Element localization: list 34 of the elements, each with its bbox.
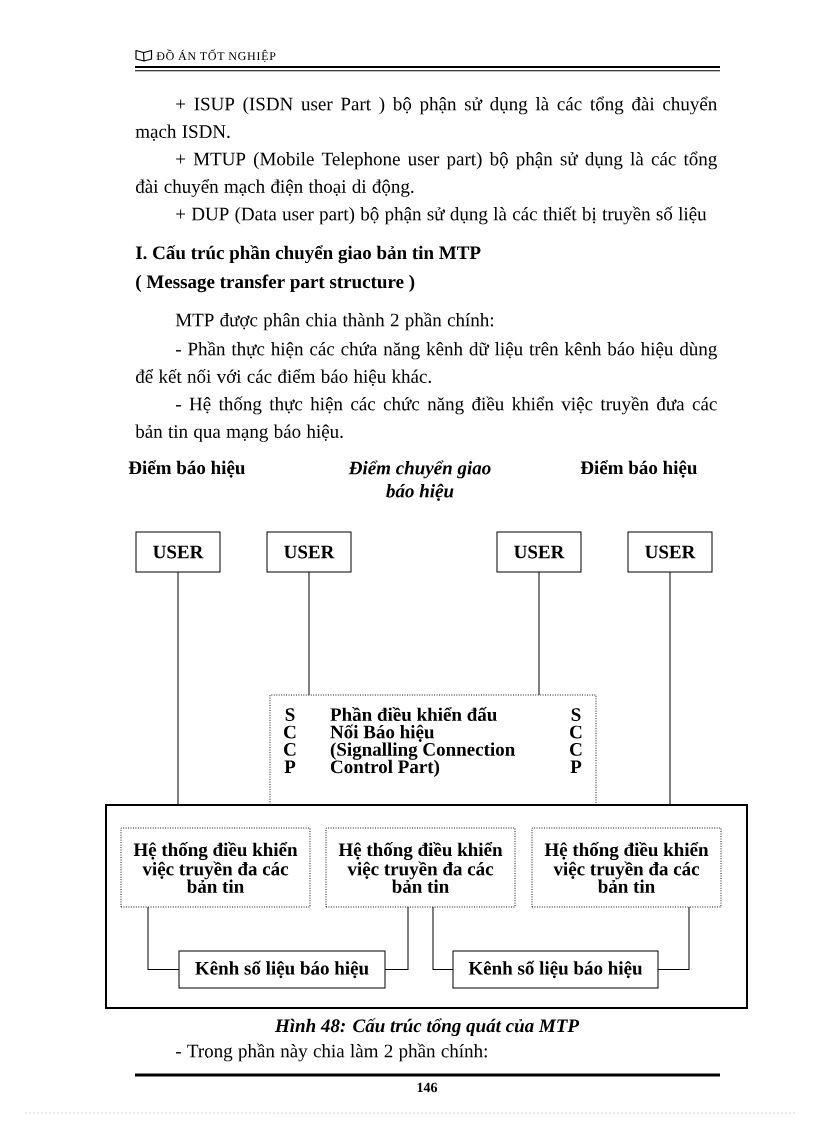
outer-frame: [105, 804, 748, 1009]
section-heading: I. Cấu trúc phần chuyển giao bản tin MTP: [135, 245, 481, 264]
connector-line: [432, 906, 454, 970]
column-heading: Điểm báo hiệu: [580, 460, 697, 478]
body-text: - Phần thực hiện các chứa năng kênh dữ liệu trên kênh báo hiệu dùng để kết nối với các điểm báo hiệu khác.: [135, 341, 717, 386]
body-text: - Hệ thống thực hiện các chức năng điều khiển việc truyền đưa các bản tin qua mạng báo hiệu.: [135, 396, 717, 442]
connector-line: [669, 571, 671, 806]
process-box: Hệ thống điều khiển việc truyền đa các bản tin: [325, 827, 516, 908]
connector-line: [177, 571, 179, 806]
process-box: Hệ thống điều khiển việc truyền đa các bản tin: [120, 827, 311, 908]
column-heading: Điểm chuyển giao báo hiệu: [348, 460, 491, 501]
connector-line: [657, 906, 690, 970]
body-text: + DUP (Data user part) bộ phận sử dụng là các thiết bị truyền số liệu: [176, 206, 707, 225]
connector-line: [384, 906, 409, 970]
connector-line: [538, 571, 540, 696]
body-text: + MTUP (Mobile Telephone user part) bộ phận sử dụng là các tổng đài chuyển mạch điện thoại di động.: [135, 151, 717, 197]
section-heading: ( Message transfer part structure ): [136, 274, 415, 293]
connector-line: [147, 906, 180, 970]
user-box: USER: [496, 531, 582, 573]
header-text: ĐỒ ÁN TỐT NGHIỆP: [156, 49, 276, 62]
figure-caption: Hình 48: Cấu trúc tổng quát của MTP: [274, 1018, 580, 1037]
channel-box: Kênh số liệu báo hiệu: [178, 950, 386, 989]
connector-line: [308, 571, 310, 696]
user-box: USER: [135, 531, 221, 573]
channel-box: Kênh số liệu báo hiệu: [452, 950, 659, 989]
process-box: Hệ thống điều khiển việc truyền đa các bản tin: [531, 827, 722, 908]
page-number: 146: [417, 1082, 438, 1093]
body-text: MTP được phân chia thành 2 phần chính:: [175, 312, 494, 331]
body-text: + ISUP (ISDN user Part ) bộ phận sử dụng là các tổng đài chuyển mạch ISDN.: [135, 96, 717, 141]
body-text: - Trong phần này chia làm 2 phần chính:: [176, 1043, 487, 1062]
column-heading: Điểm báo hiệu: [128, 460, 245, 478]
user-box: USER: [266, 531, 352, 573]
sccp-box: S C C P Phần điều khiển đấu Nối Báo hiệu (Signalling Connection Control Part) S C C P: [269, 694, 597, 806]
user-box: USER: [627, 531, 713, 573]
